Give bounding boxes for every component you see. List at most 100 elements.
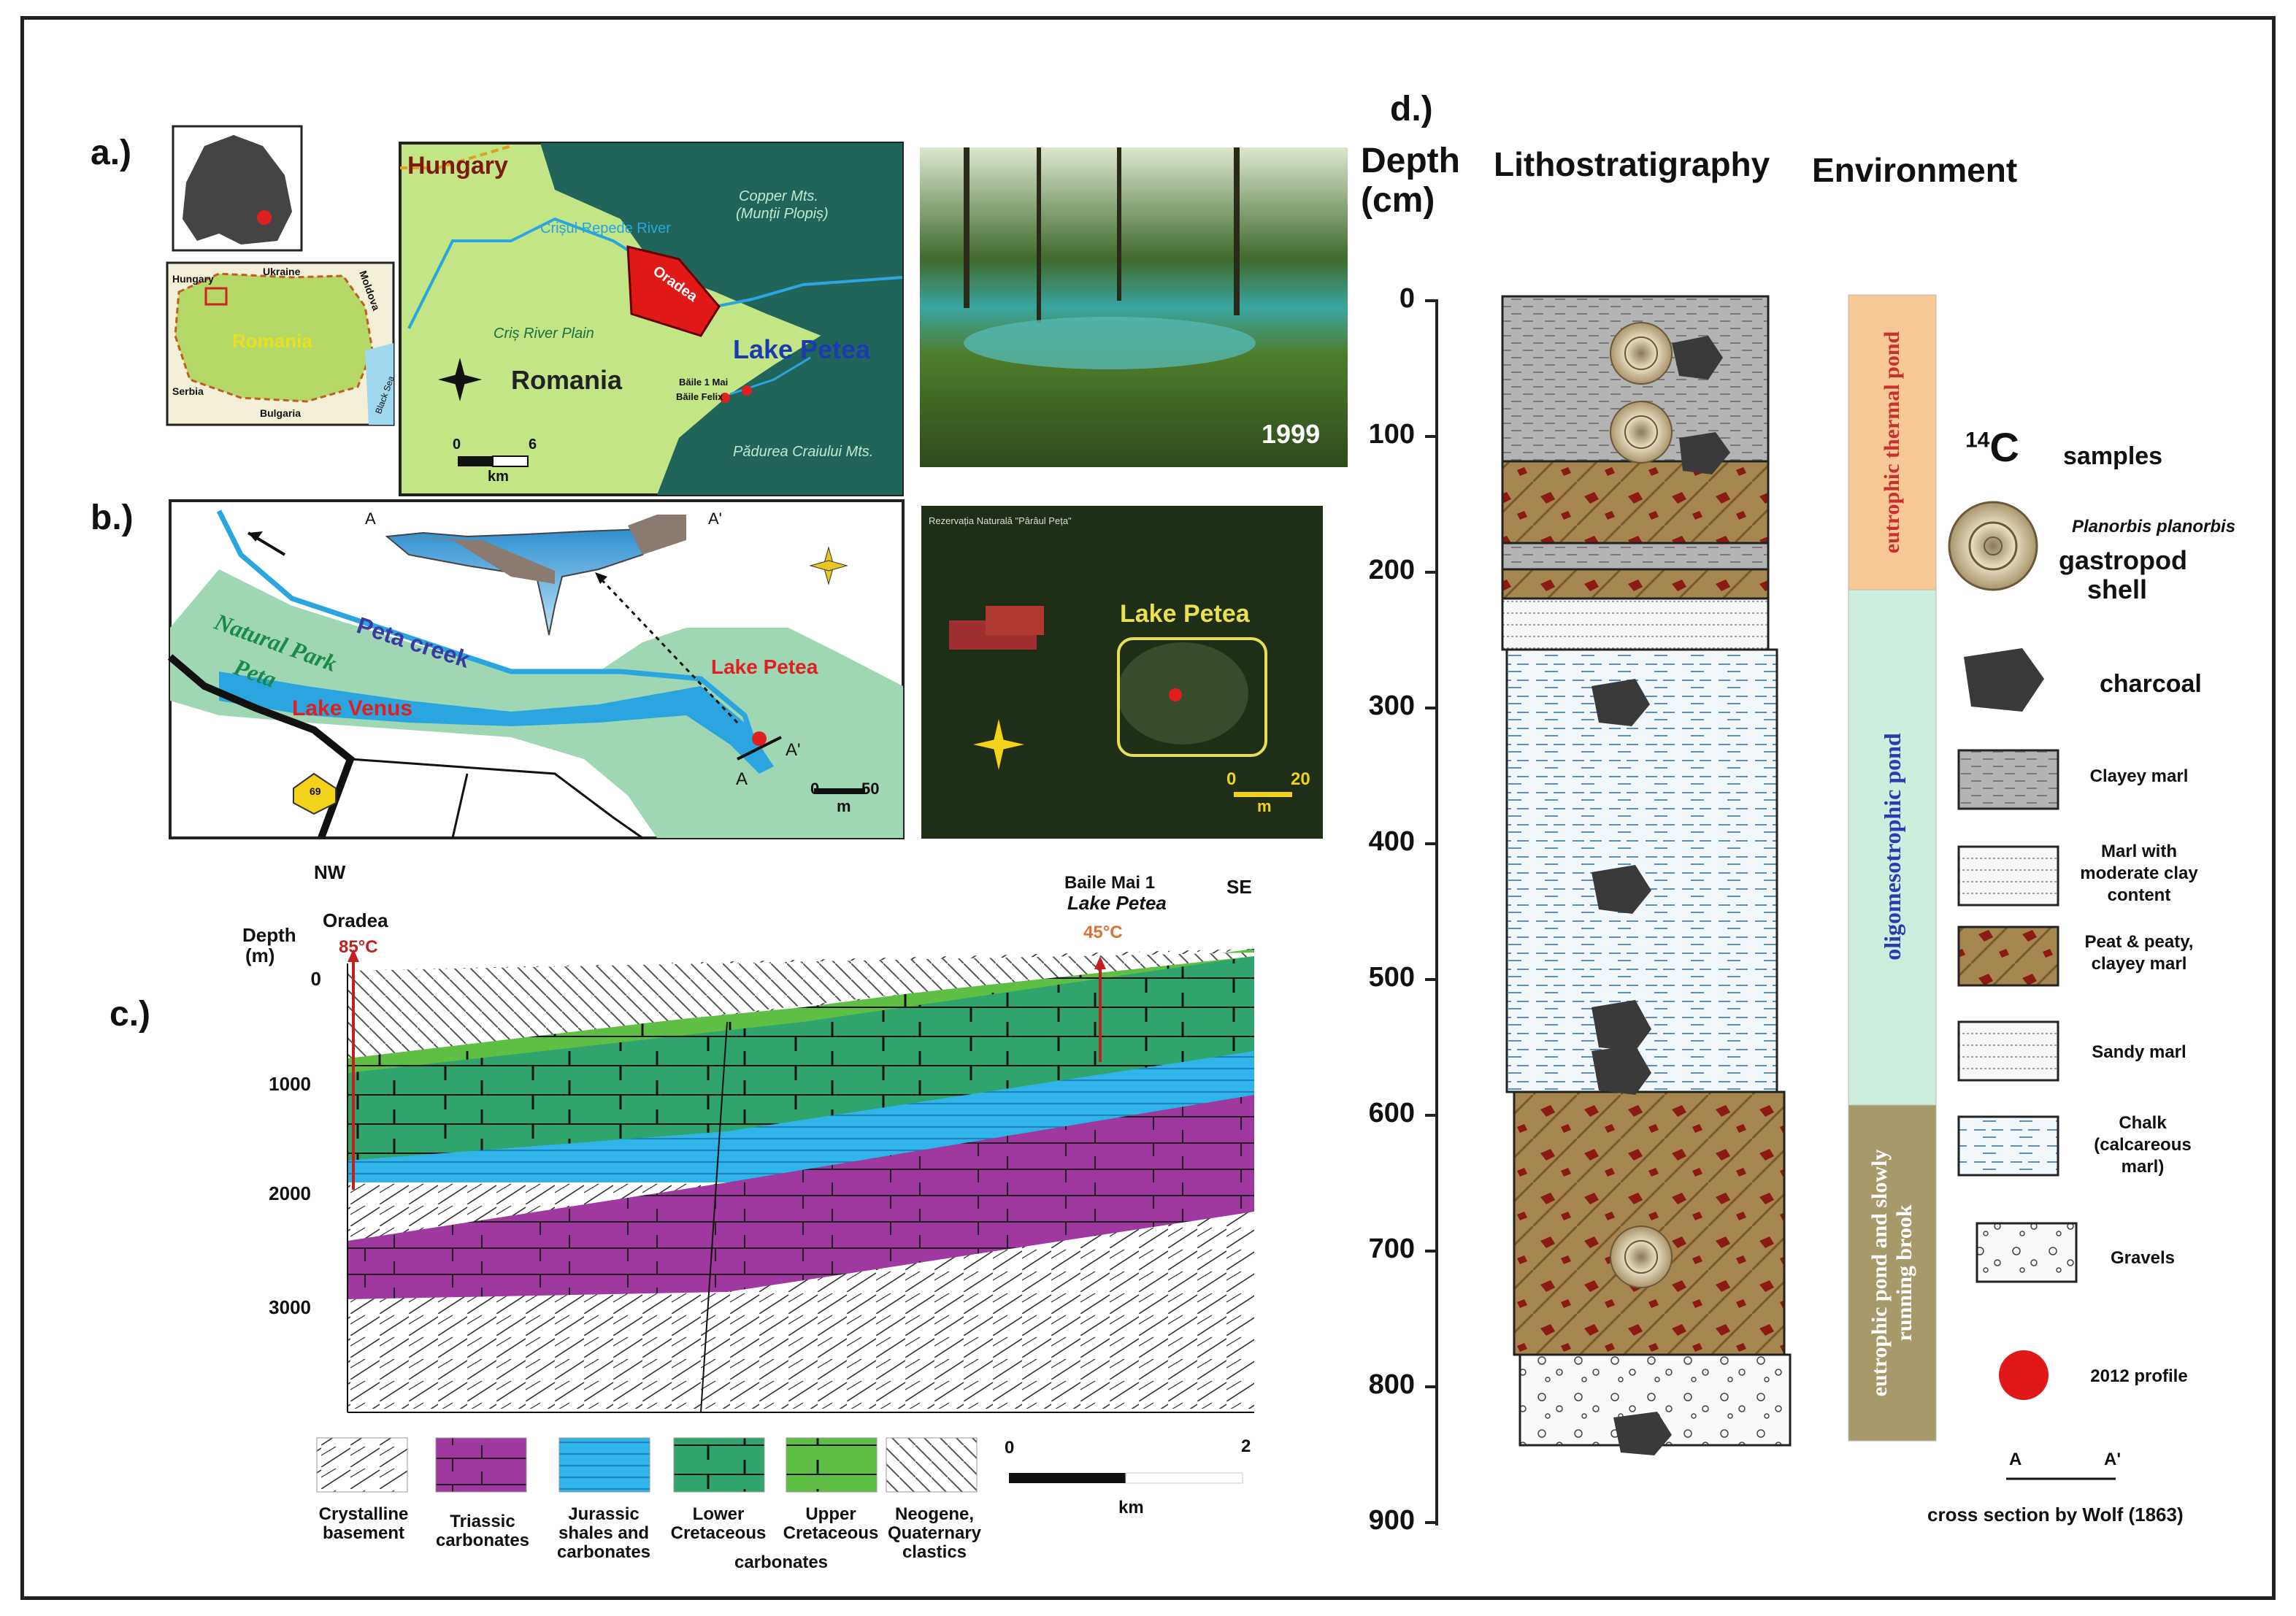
env-label-eutrophic-thermal: eutrophic thermal pond [1880,331,1904,554]
legend-jurassic: Jurassic shales and carbonates [556,1504,651,1562]
charcoal-icon [1592,1045,1651,1095]
legend-gastropod-shell-icon [1948,501,2038,591]
c14-letter: C [1989,424,2019,470]
map-scale-6: 6 [529,436,537,453]
depth-tick-300: 300 [1368,690,1415,721]
baile-label: Baile Mai 1 [1064,873,1156,893]
panel-label-a: a.) [91,134,132,172]
section-depth-label: Depth [242,924,296,946]
lake-photo-1999 [920,147,1348,467]
b-a-prime-label: A' [786,740,801,760]
legend-lower-cretaceous: Lower Cretaceous [670,1504,767,1543]
regional-map [399,142,904,496]
depth-header: Depth [1361,142,1460,180]
section-scale-2: 2 [1241,1436,1251,1456]
section-depth-2000: 2000 [269,1182,311,1204]
legend-swatch-clayey-marl [1957,749,2059,810]
peat-label: Peat & peaty, clayey marl [2084,932,2194,974]
map-copper-mts-sub-label: (Munții Plopiș) [736,206,829,222]
section-depth-0: 0 [310,968,321,990]
section-lake-petea-label: Lake Petea [1067,892,1167,914]
map-romania-label: Romania [511,365,623,395]
depth-axis [1425,299,1438,1525]
gastropod-label: gastropod shell [2059,545,2187,604]
c14-label: 14C [1965,423,2019,471]
charcoal-icon [1592,679,1650,726]
geological-cross-section [347,949,1254,1413]
figure-frame [20,16,2276,1600]
depth-tick-900: 900 [1368,1505,1415,1536]
legend-2012-profile-dot [1999,1350,2049,1400]
panel-label-b: b.) [91,499,134,537]
section-depth-unit: (m) [245,944,275,966]
sat-scale-0: 0 [1226,769,1237,789]
gastropod-shell-icon [1610,1226,1673,1288]
legend-upper-cretaceous: Upper Cretaceous [783,1504,879,1543]
compass-icon [809,546,848,585]
section-a-prime-label: A' [708,509,722,528]
sat-scale-unit: m [1257,797,1272,815]
charcoal-icon [1592,865,1651,914]
charcoal-icon [1679,432,1730,474]
map-copper-mts-label: Copper Mts. [739,188,818,204]
depth-tick-500: 500 [1368,962,1415,993]
photo-year-label: 1999 [1262,419,1321,449]
satellite-photo [921,506,1323,839]
legend-charcoal-icon [1964,648,2044,712]
env-label-eutrophic-brook: eutrophic pond and slowly running brook [1867,1149,1916,1397]
panel-label-c: c.) [110,995,151,1034]
b-scale-0: 0 [810,780,820,798]
section-scale-unit: km [1118,1498,1144,1517]
profile-2012-label: 2012 profile [2090,1366,2188,1386]
petea-temp-label: 45°C [1083,923,1123,942]
legend-crystalline: Crystalline basement [318,1504,409,1543]
b-a-label: A [736,769,748,789]
lake-cross-section [385,515,686,636]
map-padurea-label: Pădurea Craiului Mts. [733,444,874,460]
c14-superscript: 14 [1965,428,1990,453]
europe-inset-map [172,125,303,252]
charcoal-label: charcoal [2100,670,2202,698]
legend-swatch-peat [1957,926,2059,987]
section-se-label: SE [1226,876,1252,898]
legend-swatch-marl-moderate [1957,845,2059,907]
legend-carbonates-group: carbonates [734,1552,829,1572]
chalk-label: Chalk (calcareous marl) [2094,1113,2192,1177]
inset-serbia-label: Serbia [172,385,204,397]
depth-tick-800: 800 [1368,1369,1415,1400]
charcoal-icon [1592,1000,1651,1051]
legend-a-prime-label: A' [2104,1450,2122,1469]
inset-ukraine-label: Ukraine [263,266,301,277]
depth-unit: (cm) [1361,181,1435,220]
satellite-caption: Rezervația Naturală "Pârâul Peța" [929,515,1072,526]
environment-header: Environment [1812,151,2018,189]
depth-tick-600: 600 [1368,1098,1415,1128]
section-scale-0: 0 [1005,1438,1015,1458]
legend-a-label: A [2009,1450,2022,1469]
depth-tick-0: 0 [1399,283,1415,314]
map-bailefelix-label: Băile Felix [676,391,723,402]
inset-romania-label: Romania [232,330,312,352]
depth-tick-100: 100 [1368,419,1415,450]
section-nw-label: NW [314,861,346,883]
clayey-marl-label: Clayey marl [2089,766,2189,786]
sat-scale-20: 20 [1291,769,1310,789]
gravels-label: Gravels [2110,1248,2176,1268]
panel-label-d: d.) [1390,90,1433,128]
inset-hungary-label: Hungary [172,273,214,285]
lake-petea-label: Lake Petea [711,655,818,678]
gastropod-shell-icon [1610,322,1673,385]
b-scale-50: 50 [861,780,880,798]
oradea-temp-label: 85°C [339,937,378,957]
legend-swatch-sandy-marl [1957,1020,2059,1082]
section-legend-swatches [316,1437,978,1493]
road-number: 69 [310,785,321,797]
charcoal-icon [1613,1412,1672,1455]
romania-inset-map [166,261,395,426]
map-hungary-label: Hungary [407,152,508,180]
env-label-oligomesotrophic: oligomesotrophic pond [1879,733,1905,961]
env-bar-eutrophic-brook [1848,1104,1937,1442]
map-scale-unit: km [488,469,509,485]
inset-bulgaria-label: Bulgaria [260,407,302,419]
